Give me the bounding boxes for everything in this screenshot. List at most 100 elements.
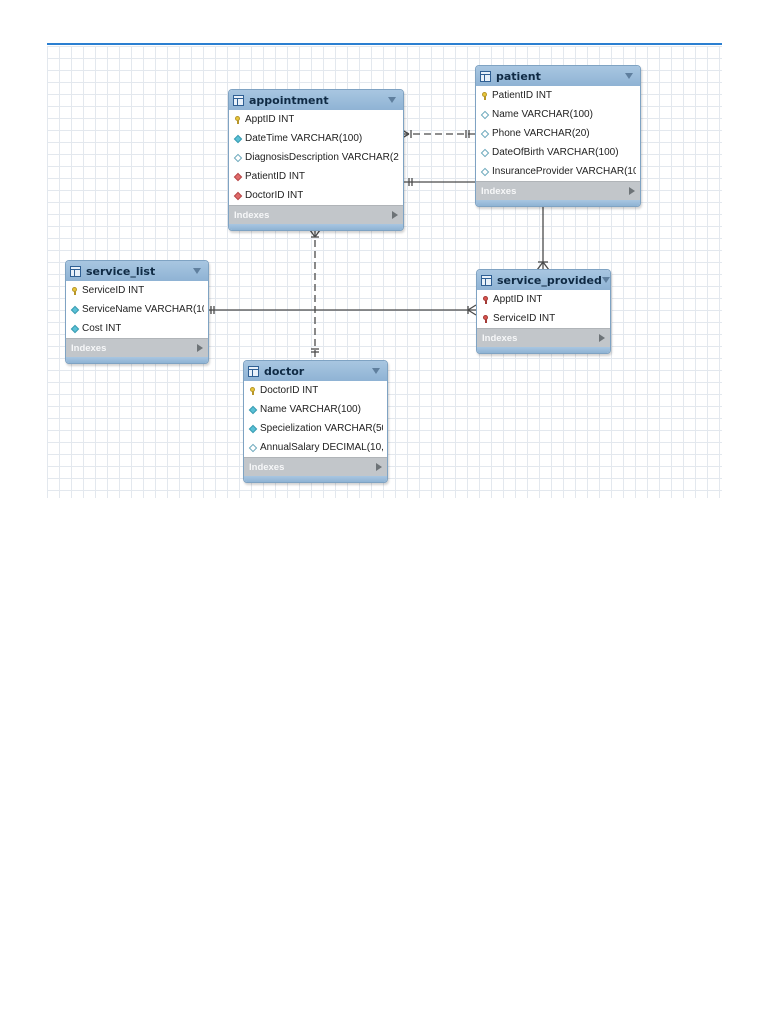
indexes-label: Indexes	[71, 342, 107, 354]
indexes-section[interactable]: Indexes	[477, 328, 610, 347]
collapse-caret-icon[interactable]	[193, 268, 201, 274]
table-service-list[interactable]: service_list ServiceID INT ServiceName V…	[65, 260, 209, 364]
filled-diamond-icon	[70, 324, 79, 333]
table-appointment[interactable]: appointment ApptID INT DateTime VARCHAR(…	[228, 89, 404, 231]
expand-arrow-icon[interactable]	[599, 334, 605, 342]
column-row[interactable]: Specielization VARCHAR(50)	[244, 419, 387, 438]
table-icon	[248, 365, 259, 377]
expand-arrow-icon[interactable]	[376, 463, 382, 471]
column-label: ApptID INT	[245, 114, 295, 125]
column-label: PatientID INT	[245, 171, 306, 182]
column-row[interactable]: PatientID INT	[229, 167, 403, 186]
column-row[interactable]: ServiceID INT	[66, 281, 208, 300]
table-footer	[66, 357, 208, 363]
column-row[interactable]: AnnualSalary DECIMAL(10,...	[244, 438, 387, 457]
collapse-caret-icon[interactable]	[388, 97, 396, 103]
indexes-label: Indexes	[234, 209, 270, 221]
foreign-key-diamond-icon	[233, 172, 242, 181]
table-name: service_list	[86, 264, 156, 278]
primary-key-icon	[72, 286, 77, 295]
table-service-provided[interactable]: service_provided ApptID INT ServiceID IN…	[476, 269, 611, 354]
primary-key-icon	[235, 115, 240, 124]
indexes-label: Indexes	[481, 185, 517, 197]
collapse-caret-icon[interactable]	[625, 73, 633, 79]
column-label: ServiceName VARCHAR(10...	[82, 304, 204, 315]
filled-diamond-icon	[70, 305, 79, 314]
table-icon	[480, 70, 491, 82]
table-patient[interactable]: patient PatientID INT Name VARCHAR(100) …	[475, 65, 641, 207]
column-row[interactable]: PatientID INT	[476, 86, 640, 105]
filled-diamond-icon	[233, 134, 242, 143]
column-label: InsuranceProvider VARCHAR(10...	[492, 166, 636, 177]
table-header[interactable]: service_list	[66, 261, 208, 281]
open-diamond-icon	[480, 148, 489, 157]
column-row[interactable]: Name VARCHAR(100)	[476, 105, 640, 124]
table-header[interactable]: service_provided	[477, 270, 610, 290]
table-doctor[interactable]: doctor DoctorID INT Name VARCHAR(100) Sp…	[243, 360, 388, 483]
expand-arrow-icon[interactable]	[629, 187, 635, 195]
open-diamond-icon	[480, 167, 489, 176]
column-label: DiagnosisDescription VARCHAR(25...	[245, 152, 399, 163]
indexes-section[interactable]: Indexes	[229, 205, 403, 224]
table-header[interactable]: patient	[476, 66, 640, 86]
column-row[interactable]: ApptID INT	[477, 290, 610, 309]
collapse-caret-icon[interactable]	[372, 368, 380, 374]
column-row[interactable]: ServiceID INT	[477, 309, 610, 328]
table-footer	[244, 476, 387, 482]
expand-arrow-icon[interactable]	[392, 211, 398, 219]
indexes-label: Indexes	[249, 461, 285, 473]
table-header[interactable]: doctor	[244, 361, 387, 381]
column-row[interactable]: ApptID INT	[229, 110, 403, 129]
primary-foreign-key-icon	[483, 314, 488, 323]
table-name: service_provided	[497, 273, 602, 287]
top-divider-line	[47, 43, 722, 45]
filled-diamond-icon	[248, 405, 257, 414]
table-footer	[477, 347, 610, 353]
column-row[interactable]: DateOfBirth VARCHAR(100)	[476, 143, 640, 162]
expand-arrow-icon[interactable]	[197, 344, 203, 352]
column-row[interactable]: DiagnosisDescription VARCHAR(25...	[229, 148, 403, 167]
column-label: Cost INT	[82, 323, 122, 334]
table-header[interactable]: appointment	[229, 90, 403, 110]
table-icon	[70, 265, 81, 277]
table-name: patient	[496, 69, 541, 83]
column-row[interactable]: InsuranceProvider VARCHAR(10...	[476, 162, 640, 181]
column-label: DoctorID INT	[245, 190, 304, 201]
open-diamond-icon	[233, 153, 242, 162]
table-footer	[476, 200, 640, 206]
column-label: Name VARCHAR(100)	[260, 404, 361, 415]
indexes-section[interactable]: Indexes	[476, 181, 640, 200]
column-row[interactable]: Phone VARCHAR(20)	[476, 124, 640, 143]
column-label: DateTime VARCHAR(100)	[245, 133, 363, 144]
foreign-key-diamond-icon	[233, 191, 242, 200]
indexes-section[interactable]: Indexes	[244, 457, 387, 476]
table-name: doctor	[264, 364, 305, 378]
column-row[interactable]: DoctorID INT	[229, 186, 403, 205]
column-row[interactable]: ServiceName VARCHAR(10...	[66, 300, 208, 319]
column-row[interactable]: Cost INT	[66, 319, 208, 338]
column-row[interactable]: DateTime VARCHAR(100)	[229, 129, 403, 148]
indexes-section[interactable]: Indexes	[66, 338, 208, 357]
primary-key-icon	[482, 91, 487, 100]
column-label: ApptID INT	[493, 294, 543, 305]
filled-diamond-icon	[248, 424, 257, 433]
column-label: DateOfBirth VARCHAR(100)	[492, 147, 619, 158]
table-icon	[481, 274, 492, 286]
column-label: ServiceID INT	[82, 285, 145, 296]
table-icon	[233, 94, 244, 106]
collapse-caret-icon[interactable]	[601, 277, 610, 283]
column-row[interactable]: Name VARCHAR(100)	[244, 400, 387, 419]
column-label: PatientID INT	[492, 90, 553, 101]
open-diamond-icon	[480, 110, 489, 119]
indexes-label: Indexes	[482, 332, 518, 344]
column-label: Phone VARCHAR(20)	[492, 128, 590, 139]
primary-key-icon	[250, 386, 255, 395]
column-label: DoctorID INT	[260, 385, 319, 396]
table-name: appointment	[249, 93, 329, 107]
column-label: Name VARCHAR(100)	[492, 109, 593, 120]
column-label: AnnualSalary DECIMAL(10,...	[260, 442, 383, 453]
open-diamond-icon	[248, 443, 257, 452]
column-row[interactable]: DoctorID INT	[244, 381, 387, 400]
primary-foreign-key-icon	[483, 295, 488, 304]
column-label: ServiceID INT	[493, 313, 556, 324]
